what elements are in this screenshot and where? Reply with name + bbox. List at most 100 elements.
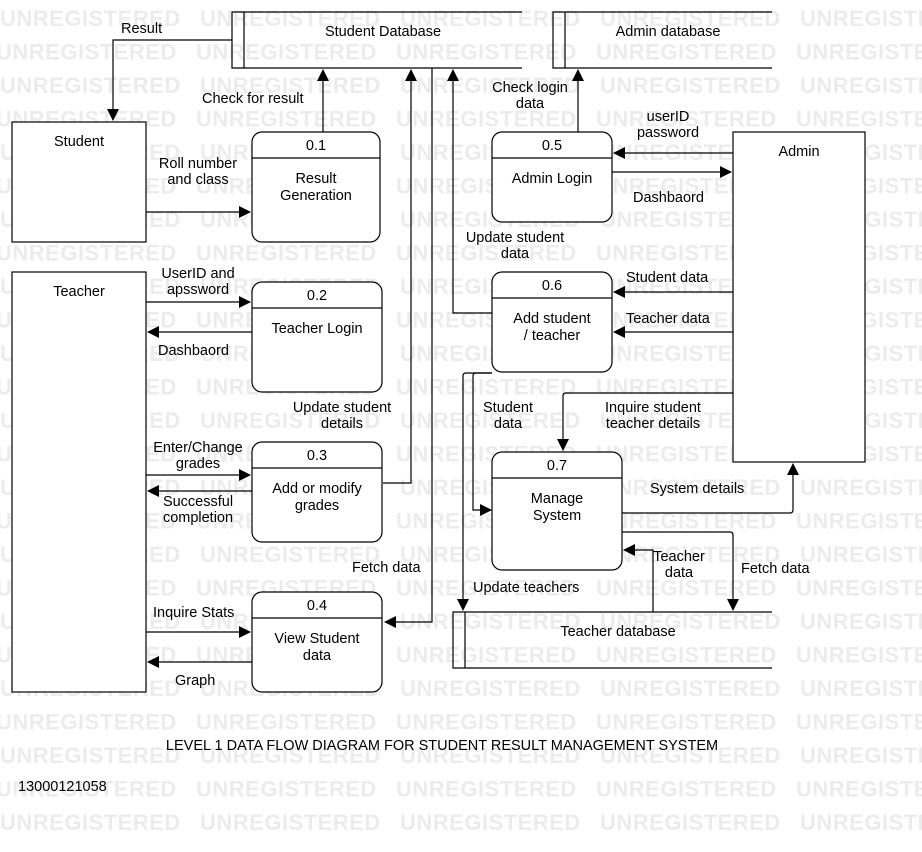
teacher-entity-label: Teacher	[53, 284, 105, 300]
process-box	[491, 451, 623, 571]
entity-admin: Admin	[732, 131, 866, 463]
flow-label-line: Check for result	[202, 91, 304, 107]
process-box	[251, 591, 383, 693]
watermark-text: UNREGISTERED	[0, 241, 177, 266]
watermark-text: UNREGISTERED	[596, 107, 777, 132]
process-id: 0.6	[542, 278, 562, 294]
watermark-text: UNREGISTERED	[200, 73, 381, 98]
flow-label-line: Enter/Change	[153, 440, 242, 456]
process-name-line: View Student	[274, 631, 359, 647]
flow-label-line: userID	[647, 109, 690, 125]
process-id: 0.7	[547, 458, 567, 474]
watermark-text: UNREGISTERED	[400, 6, 581, 31]
label-result: Result	[121, 21, 162, 37]
watermark-text: UNREGISTERED	[596, 576, 777, 601]
flow-label-line: password	[637, 125, 699, 141]
process-name-line: data	[303, 648, 332, 664]
student-entity-label: Student	[54, 134, 104, 150]
watermark-text: UNREGISTERED	[796, 710, 922, 735]
watermark-text: UNREGISTERED	[196, 241, 377, 266]
flow-result	[107, 39, 232, 121]
flow-label-line: Teacher data	[626, 311, 711, 327]
flow-label-line: Update teachers	[473, 580, 579, 596]
process-id: 0.2	[307, 288, 327, 304]
watermark-text: UNREGISTERED	[196, 710, 377, 735]
flow-label-line: completion	[163, 510, 233, 526]
process-name-line: Generation	[280, 188, 352, 204]
watermark-text: UNREGISTERED	[400, 676, 581, 701]
watermark-text: UNREGISTERED	[200, 810, 381, 835]
process-box	[251, 441, 383, 543]
label-update-teachers: Update teachers	[473, 580, 579, 596]
watermark-text: UNREGISTERED	[0, 710, 177, 735]
flow-label-line: Graph	[175, 673, 215, 689]
watermark-text: UNREGISTERED	[0, 777, 177, 802]
flow-label-line: UserID and	[161, 266, 234, 282]
watermark-text: UNREGISTERED	[396, 40, 577, 65]
label-dashbaord-admin: Dashbaord	[633, 190, 704, 206]
watermark-text: UNREGISTERED	[0, 40, 177, 65]
process-name-line: Add student	[513, 311, 590, 327]
process-box	[491, 271, 613, 373]
flow-label-line: teacher details	[606, 416, 700, 432]
diagram-caption: LEVEL 1 DATA FLOW DIAGRAM FOR STUDENT RE…	[166, 738, 718, 754]
entity-teacher: Teacher	[11, 271, 147, 693]
watermark-text: UNREGISTERED	[796, 576, 922, 601]
watermark-text: UNREGISTERED	[196, 40, 377, 65]
watermark-text: UNREGISTERED	[0, 810, 181, 835]
watermark-text: UNREGISTERED	[200, 408, 381, 433]
flow-label-line: Update student	[293, 400, 391, 416]
watermark-text: UNREGISTERED	[796, 643, 922, 668]
watermark-text: UNREGISTERED	[596, 643, 777, 668]
label-fetch-data-right: Fetch data	[741, 561, 810, 577]
watermark-text: UNREGISTERED	[800, 810, 922, 835]
flow-label-line: Student	[483, 400, 533, 416]
admin-entity-label: Admin	[778, 144, 819, 160]
watermark-text: UNREGISTERED	[400, 73, 581, 98]
watermark-text: UNREGISTERED	[400, 810, 581, 835]
process-name-line: / teacher	[524, 328, 581, 344]
flow-label-line: data	[494, 416, 523, 432]
flow-label-line: Student data	[626, 270, 709, 286]
watermark-text: UNREGISTERED	[800, 676, 922, 701]
flow-inquire-student-teacher	[557, 392, 733, 451]
flow-fetch-data-right	[622, 531, 739, 611]
flow-label-line: data	[501, 246, 530, 262]
process-name-line: Admin Login	[512, 171, 593, 187]
flow-label-line: Update student	[466, 230, 564, 246]
watermark-text: UNREGISTERED	[800, 6, 922, 31]
watermark-text: UNREGISTERED	[600, 810, 781, 835]
label-graph: Graph	[175, 673, 215, 689]
watermark-text: UNREGISTERED	[196, 777, 377, 802]
watermark-text: UNREGISTERED	[600, 743, 781, 768]
watermark-text: UNREGISTERED	[200, 542, 381, 567]
entity-student: Student	[11, 121, 147, 243]
process-name: Add student/ teacher	[513, 311, 590, 344]
watermark-text: UNREGISTERED	[796, 107, 922, 132]
watermark-text: UNREGISTERED	[600, 73, 781, 98]
watermark-text: UNREGISTERED	[596, 710, 777, 735]
flow-label-line: Teacher	[653, 549, 705, 565]
watermark-text: UNREGISTERED	[396, 643, 577, 668]
watermark-text: UNREGISTERED	[396, 241, 577, 266]
flow-label-line: data	[665, 565, 694, 581]
